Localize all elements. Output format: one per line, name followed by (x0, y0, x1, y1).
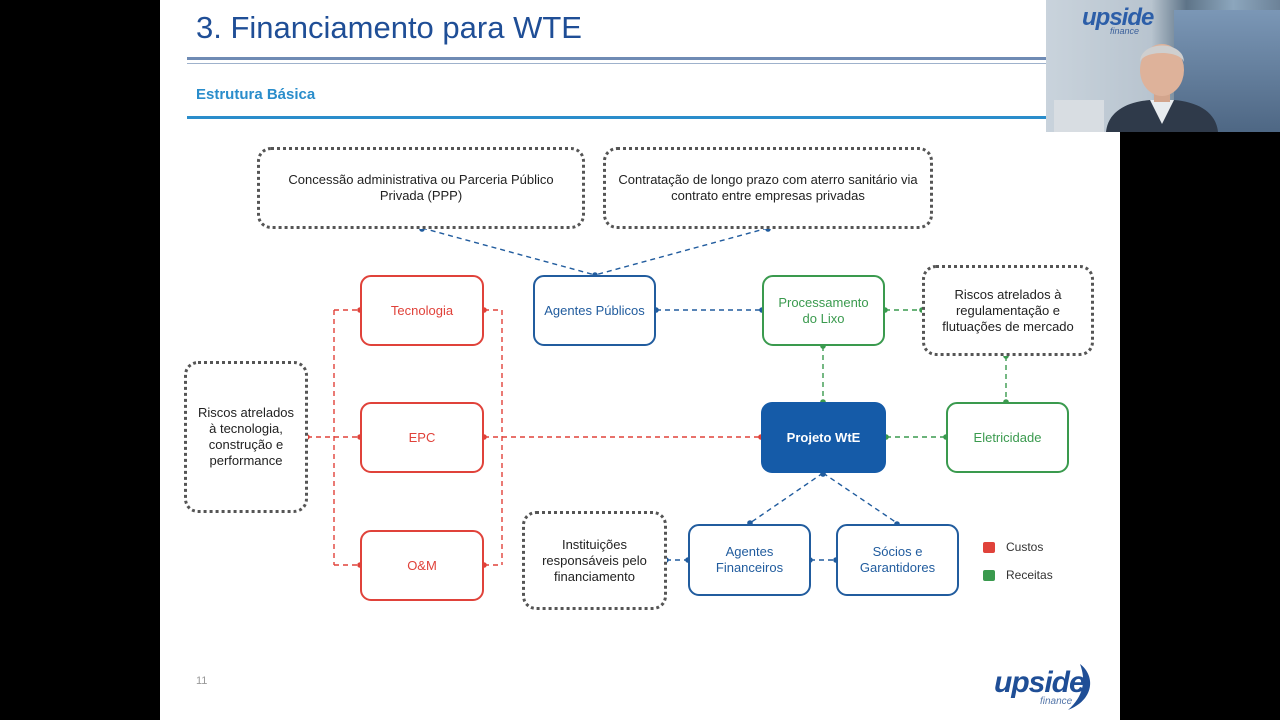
box-contratacao: Contratação de longo prazo com aterro sa… (603, 147, 933, 229)
slide: 3. Financiamento para WTE Estrutura Bási… (160, 0, 1120, 720)
logo-subtext: finance (1040, 696, 1073, 707)
box-agentes-publicos: Agentes Públicos (533, 275, 656, 346)
box-agentes-financeiros: Agentes Financeiros (688, 524, 811, 596)
connector-concessao-agentes (421, 227, 596, 276)
box-instituicoes: Instituições responsáveis pelo financiam… (522, 511, 667, 610)
webcam-shelf (1054, 100, 1104, 132)
box-concessao: Concessão administrativa ou Parceria Púb… (257, 147, 585, 229)
connector-projeto-financeiros (749, 472, 824, 524)
legend-swatch-custos (983, 541, 995, 553)
presenter-figure (1106, 44, 1218, 132)
title-rule-thin (187, 63, 1097, 64)
box-riscos-regulamentacao: Riscos atrelados à regulamentação e flut… (922, 265, 1094, 356)
webcam-logo-subtext: finance (1110, 26, 1140, 36)
section-subtitle: Estrutura Básica (196, 86, 316, 103)
box-processamento: Processamento do Lixo (762, 275, 885, 346)
webcam-overlay: upside finance (1046, 0, 1280, 132)
box-riscos-tecnologia: Riscos atrelados à tecnologia, construçã… (184, 361, 308, 513)
box-epc: EPC (360, 402, 484, 473)
legend-receitas: Receitas (983, 568, 1053, 582)
logo-swoosh-icon (1068, 664, 1091, 710)
connector-projeto-socios (822, 472, 898, 524)
legend-label-receitas: Receitas (1006, 568, 1053, 582)
legend-swatch-receitas (983, 569, 995, 581)
page-number: 11 (196, 675, 208, 687)
legend-custos: Custos (983, 540, 1043, 554)
connector-lines (304, 226, 1009, 568)
box-projeto-wte: Projeto WtE (761, 402, 886, 473)
subtitle-rule (187, 116, 1097, 119)
box-om: O&M (360, 530, 484, 601)
slide-title: 3. Financiamento para WTE (196, 10, 582, 45)
connector-contratacao-agentes (594, 227, 769, 276)
box-tecnologia: Tecnologia (360, 275, 484, 346)
legend-label-custos: Custos (1006, 540, 1044, 554)
box-eletricidade: Eletricidade (946, 402, 1069, 473)
title-rule (187, 57, 1097, 60)
webcam-logo-text: upside (1082, 4, 1154, 31)
logo-text: upside (994, 666, 1086, 699)
box-socios: Sócios e Garantidores (836, 524, 959, 596)
